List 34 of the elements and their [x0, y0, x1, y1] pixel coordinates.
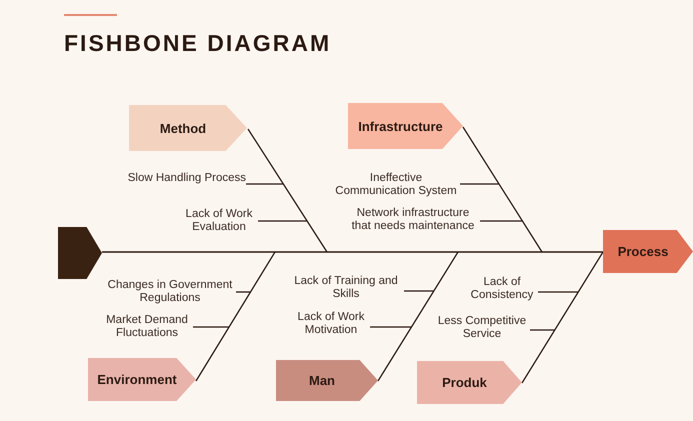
cause-label: Lack of Work Motivation — [292, 311, 370, 337]
category-tag: Method — [129, 105, 247, 151]
cause-label: Network infrastructure that needs maintenance — [346, 207, 480, 233]
cause-label: Lack of Training and Skills — [288, 275, 404, 301]
category-tag: Infrastructure — [348, 103, 463, 149]
leader-line — [193, 326, 230, 328]
cause-label: Ineffective Communication System — [332, 172, 460, 198]
leader-line — [460, 183, 500, 185]
bone-line — [195, 252, 276, 382]
cause-label: Lack of Work Evaluation — [180, 208, 258, 234]
cause-label: Changes in Government Regulations — [104, 279, 236, 305]
cause-label: Slow Handling Process — [128, 172, 246, 185]
leader-line — [370, 326, 412, 328]
bone-line — [377, 252, 459, 382]
bone-line — [462, 126, 543, 252]
cause-label: Less Competitive Service — [434, 315, 530, 341]
category-tag: Produk — [417, 361, 522, 404]
spine-line — [102, 251, 603, 253]
leader-line — [236, 291, 250, 293]
category-tag: Environment — [88, 358, 196, 401]
cause-label: Market Demand Fluctuations — [101, 314, 193, 340]
fish-tail-shape — [58, 227, 102, 279]
leader-line — [480, 220, 522, 222]
leader-line — [530, 329, 555, 331]
cause-label: Lack of Consistency — [466, 276, 538, 302]
leader-line — [246, 183, 284, 185]
bone-line — [521, 252, 604, 384]
leader-line — [258, 220, 308, 222]
leader-line — [404, 290, 434, 292]
effect-head: Process — [603, 230, 693, 273]
diagram-title: FISHBONE DIAGRAM — [64, 30, 332, 57]
leader-line — [538, 291, 578, 293]
bone-line — [247, 128, 328, 252]
category-tag: Man — [276, 360, 378, 401]
